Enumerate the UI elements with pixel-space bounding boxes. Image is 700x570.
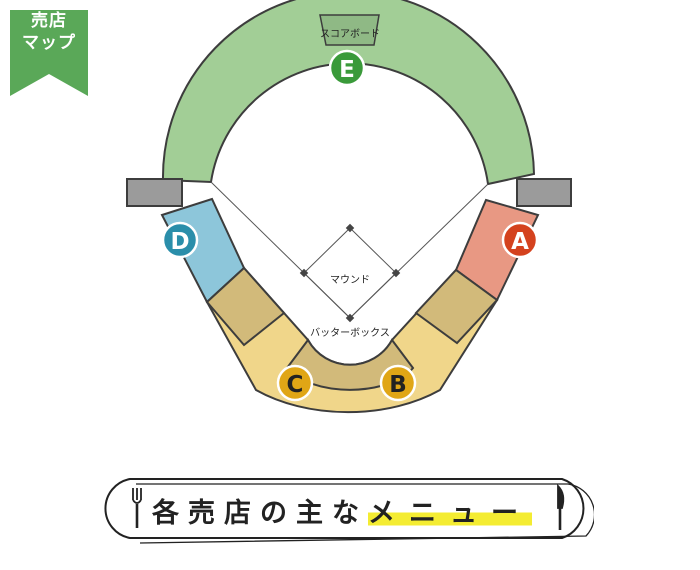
fork-icon — [132, 488, 142, 528]
menu-banner-title: 各売店の主な メニュー — [152, 488, 542, 532]
menu-banner-prefix: 各売店の主な — [152, 497, 368, 529]
shop-marker-d[interactable]: D — [161, 221, 199, 259]
infield-diamond — [303, 227, 397, 319]
shop-marker-b[interactable]: B — [379, 364, 417, 402]
scoreboard-panel — [319, 14, 380, 46]
shop-b-letter: B — [389, 372, 407, 398]
knife-icon — [557, 483, 565, 530]
shop-marker-a[interactable]: A — [501, 221, 539, 259]
third-base — [299, 268, 309, 278]
first-base — [391, 268, 401, 278]
shop-a-letter: A — [511, 229, 529, 255]
badge-line-1: 売店 — [31, 11, 67, 31]
home-plate — [345, 313, 355, 323]
right-grey-block — [516, 178, 572, 207]
left-grey-block — [126, 178, 183, 207]
left-tan-section — [205, 266, 286, 347]
menu-banner-highlight: メニュー — [368, 490, 532, 530]
outfield-stands — [161, 0, 536, 186]
second-base — [345, 223, 355, 233]
map-badge-text: 売店 マップ — [10, 10, 88, 54]
shop-marker-c[interactable]: C — [276, 364, 314, 402]
shop-e-letter: E — [339, 57, 355, 83]
scoreboard-label: スコアボード — [320, 28, 380, 40]
batter-box-label: バッターボックス — [310, 327, 390, 339]
shop-c-letter: C — [287, 372, 304, 398]
mound-label: マウンド — [330, 274, 370, 286]
shop-d-letter: D — [170, 229, 189, 255]
shop-marker-e[interactable]: E — [328, 49, 366, 87]
badge-line-2: マップ — [22, 33, 76, 53]
right-tan-section — [414, 268, 499, 345]
map-badge-ribbon — [10, 10, 88, 96]
